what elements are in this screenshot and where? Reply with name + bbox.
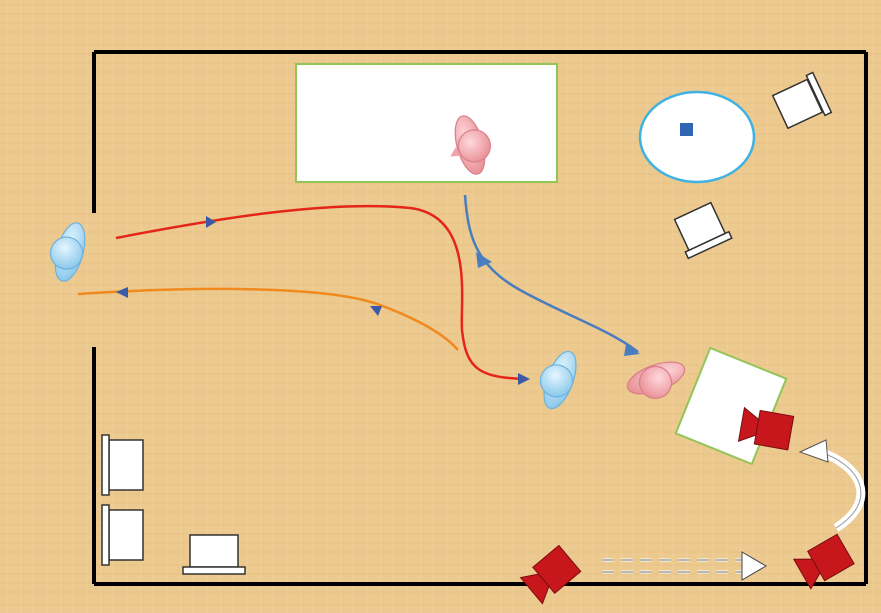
room-walls: [92, 50, 868, 586]
chair: [182, 534, 246, 575]
red-path-arrow: [206, 216, 216, 228]
red-path-end-arrow: [518, 373, 530, 385]
camera-arc-path: [798, 439, 866, 532]
person-pink-top: [450, 115, 491, 175]
chair: [101, 434, 144, 496]
camera: [519, 544, 582, 605]
orange-path: [77, 287, 459, 351]
chair: [771, 71, 833, 130]
blue-path-end-arrow: [624, 344, 640, 356]
round-table: [638, 90, 756, 184]
camera: [737, 406, 795, 451]
orange-path-mid-arrow: [370, 306, 382, 316]
person-blue-center: [539, 350, 577, 410]
blue-path: [463, 194, 639, 353]
long-table: [295, 63, 558, 183]
blue-path-mid-arrow: [476, 252, 492, 268]
orange-path-arrow: [116, 287, 128, 298]
chair: [673, 201, 733, 260]
camera: [792, 533, 855, 590]
chair: [101, 504, 144, 566]
red-path: [115, 204, 529, 381]
person-blue-left: [49, 222, 86, 282]
camera-dolly-path: [602, 551, 767, 581]
person-pink-bottom: [626, 361, 686, 400]
round-table-marker: [680, 123, 693, 136]
